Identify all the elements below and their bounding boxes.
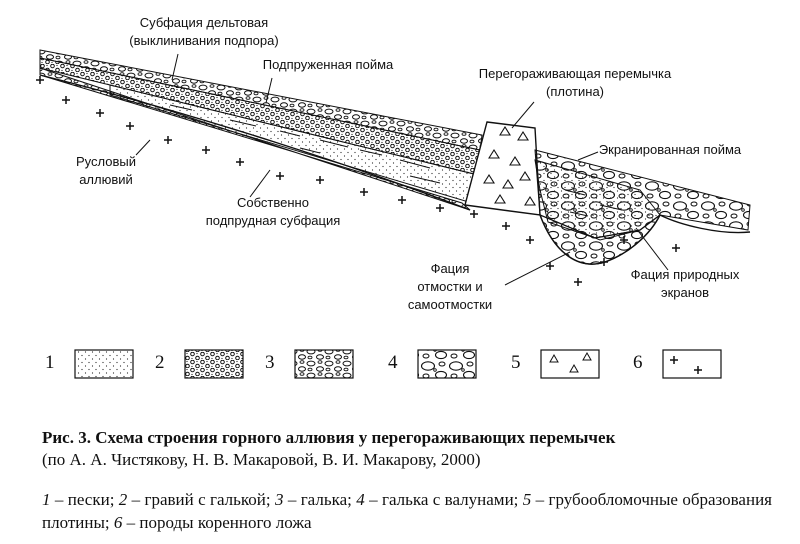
legend-swatch-dam: [540, 349, 600, 379]
upstream-deposits: [39, 49, 483, 211]
legend-num-3: 3: [265, 352, 275, 373]
legend-item-num: 6: [113, 513, 123, 532]
legend-item-text: – грубообломочные образования плотины;: [42, 490, 772, 532]
sand-lenses: [169, 104, 441, 184]
label-screens-1: Фация природных: [631, 267, 740, 282]
label-dam-2: (плотина): [546, 84, 604, 99]
legend-num-6: 6: [633, 352, 643, 373]
label-delta-2: (выклинивания подпора): [129, 33, 278, 48]
label-dam-1: Перегораживающая перемычка: [479, 66, 672, 81]
geology-diagram: Субфация дельтовая (выклинивания подпора…: [36, 15, 751, 379]
label-dammed-floodplain: Подпруженная пойма: [263, 57, 394, 72]
legend-item-num: 2: [118, 490, 128, 509]
label-proper-2: подпрудная субфация: [206, 213, 341, 228]
label-talus-1: Фация: [431, 261, 470, 276]
legend-swatch-gravel: [184, 349, 244, 379]
legend-description: 1 – пески; 2 – гравий с галькой; 3 – гал…: [42, 488, 772, 534]
label-talus-3: самоотмостки: [408, 297, 492, 312]
dam-triangles: [483, 125, 536, 206]
legend-num-1: 1: [45, 352, 55, 373]
legend-item-text: – пески;: [50, 490, 119, 509]
caption-source: (по А. А. Чистякову, Н. В. Макаровой, В.…: [42, 450, 481, 469]
legend-item-num: 1: [42, 490, 51, 509]
label-shielded-floodplain: Экранированная пойма: [599, 142, 742, 157]
label-talus-2: отмостки и: [417, 279, 482, 294]
legend-swatch-bedrock: [662, 349, 722, 379]
legend-item-text: – галька с валунами;: [364, 490, 523, 509]
dam-triangle-icons: [549, 351, 592, 373]
legend-num-4: 4: [388, 352, 398, 373]
label-screens-2: экранов: [661, 285, 709, 300]
legend-num-2: 2: [155, 352, 165, 373]
label-channel-1: Русловый: [76, 154, 136, 169]
legend-item-num: 3: [274, 490, 284, 509]
legend-item-num: 5: [522, 490, 532, 509]
label-delta-1: Субфация дельтовая: [140, 15, 268, 30]
leader-lines: [135, 53, 669, 286]
legend-item-text: – гравий с галькой;: [127, 490, 275, 509]
legend-item-text: – породы коренного ложа: [122, 513, 312, 532]
caption-title: Рис. 3. Схема строения горного аллювия у…: [42, 428, 616, 447]
figure-caption: Рис. 3. Схема строения горного аллювия у…: [42, 427, 772, 471]
legend-item-text: – галька;: [283, 490, 357, 509]
legend-item-num: 4: [356, 490, 365, 509]
legend: 1 2 3 4 5 6: [45, 349, 722, 379]
label-channel-2: аллювий: [79, 172, 133, 187]
legend-swatch-boulder: [417, 349, 477, 379]
bedrock-crosses: [36, 76, 680, 286]
legend-swatch-sand: [74, 349, 134, 379]
downstream-deposits: [534, 149, 751, 265]
label-proper-1: Собственно: [237, 195, 309, 210]
legend-swatch-pebble: [294, 349, 354, 379]
bedrock-cross-icons: [670, 356, 702, 374]
legend-num-5: 5: [511, 352, 521, 373]
